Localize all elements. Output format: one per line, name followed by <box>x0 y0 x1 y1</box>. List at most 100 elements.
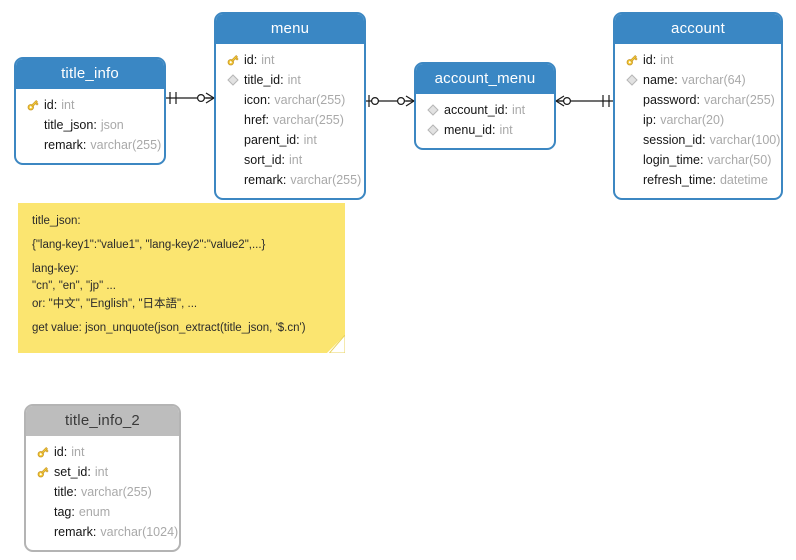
field-separator: : <box>296 133 300 147</box>
field-type: varchar(255) <box>274 93 346 107</box>
field-name: menu_id <box>444 123 492 137</box>
field-row[interactable]: title_id:int <box>216 70 364 90</box>
field-separator: : <box>266 93 271 107</box>
field-row[interactable]: parent_id:int <box>216 130 364 150</box>
field-row[interactable]: title:varchar(255) <box>26 482 179 502</box>
field-row[interactable]: session_id:varchar(100) <box>615 130 781 150</box>
field-row[interactable]: href:varchar(255) <box>216 110 364 130</box>
no-key-icon <box>34 503 52 521</box>
field-separator: : <box>282 173 287 187</box>
no-key-icon <box>224 91 242 109</box>
note-line: "cn", "en", "jp" ... <box>32 280 116 293</box>
no-key-icon <box>224 111 242 129</box>
field-type: datetime <box>719 173 768 187</box>
entity-title-menu: menu <box>216 14 364 44</box>
foreign-key-icon <box>424 101 442 119</box>
field-name: title_json <box>44 118 94 132</box>
no-key-icon <box>623 171 641 189</box>
field-name: set_id <box>54 465 88 479</box>
field-name: title_id <box>244 73 281 87</box>
foreign-key-icon <box>623 71 641 89</box>
field-type: int <box>71 445 85 459</box>
field-type: int <box>499 123 513 137</box>
relationship-account_menu-account[interactable] <box>555 88 613 114</box>
field-row[interactable]: account_id:int <box>416 100 554 120</box>
field-row[interactable]: icon:varchar(255) <box>216 90 364 110</box>
field-row[interactable]: id:int <box>16 95 164 115</box>
field-row[interactable]: id:int <box>26 442 179 462</box>
field-type: int <box>261 53 275 67</box>
field-name: title <box>54 485 74 499</box>
field-row[interactable]: title_json:json <box>16 115 164 135</box>
primary-key-icon <box>34 443 52 461</box>
field-row[interactable]: refresh_time:datetime <box>615 170 781 190</box>
primary-key-icon <box>224 51 242 69</box>
field-name: id <box>244 53 254 67</box>
field-type: enum <box>78 505 111 519</box>
field-name: refresh_time <box>643 173 713 187</box>
field-type: int <box>94 465 109 479</box>
field-name: account_id <box>444 103 505 117</box>
note-line: lang-key: <box>32 262 79 275</box>
field-row[interactable]: sort_id:int <box>216 150 364 170</box>
field-separator: : <box>281 153 286 167</box>
field-row[interactable]: id:int <box>615 50 781 70</box>
no-key-icon <box>24 136 42 154</box>
field-separator: : <box>652 53 657 67</box>
field-name: password <box>643 93 697 107</box>
field-separator: : <box>696 93 700 107</box>
field-type: int <box>660 53 674 67</box>
field-type: int <box>61 98 75 112</box>
no-key-icon <box>224 171 242 189</box>
field-separator: : <box>82 138 87 152</box>
field-separator: : <box>702 133 706 147</box>
field-row[interactable]: password:varchar(255) <box>615 90 781 110</box>
field-name: tag <box>54 505 72 519</box>
entity-title-title_info: title_info <box>16 59 164 89</box>
field-separator: : <box>504 103 508 117</box>
field-name: remark <box>44 138 83 152</box>
field-row[interactable]: ip:varchar(20) <box>615 110 781 130</box>
relationship-title_info-menu[interactable] <box>166 85 215 111</box>
field-row[interactable]: remark:varchar(1024) <box>26 522 179 542</box>
field-row[interactable]: remark:varchar(255) <box>216 170 364 190</box>
field-row[interactable]: menu_id:int <box>416 120 554 140</box>
field-type: int <box>289 153 303 167</box>
field-type: varchar(255) <box>290 173 362 187</box>
no-key-icon <box>623 91 641 109</box>
field-type: int <box>287 73 301 87</box>
field-type: varchar(100) <box>709 133 781 147</box>
primary-key-icon <box>24 96 42 114</box>
field-name: login_time <box>643 153 700 167</box>
field-separator: : <box>71 505 75 519</box>
field-separator: : <box>87 465 91 479</box>
field-type: int <box>303 133 317 147</box>
field-separator: : <box>73 485 77 499</box>
field-name: id <box>44 98 54 112</box>
field-row[interactable]: tag:enum <box>26 502 179 522</box>
entity-title-account: account <box>615 14 781 44</box>
sticky-note-title-json-note[interactable]: title_json:{"lang-key1":"value1", "lang-… <box>18 203 345 353</box>
field-separator: : <box>93 118 97 132</box>
field-row[interactable]: login_time:varchar(50) <box>615 150 781 170</box>
field-row[interactable]: name:varchar(64) <box>615 70 781 90</box>
field-row[interactable]: set_id:int <box>26 462 179 482</box>
field-separator: : <box>652 113 657 127</box>
relationship-menu-account_menu[interactable] <box>366 88 415 114</box>
field-name: name <box>643 73 675 87</box>
note-fold-corner-icon <box>327 335 345 353</box>
field-row[interactable]: id:int <box>216 50 364 70</box>
foreign-key-icon <box>424 121 442 139</box>
field-name: remark <box>244 173 283 187</box>
no-key-icon <box>224 131 242 149</box>
field-row[interactable]: remark:varchar(255) <box>16 135 164 155</box>
